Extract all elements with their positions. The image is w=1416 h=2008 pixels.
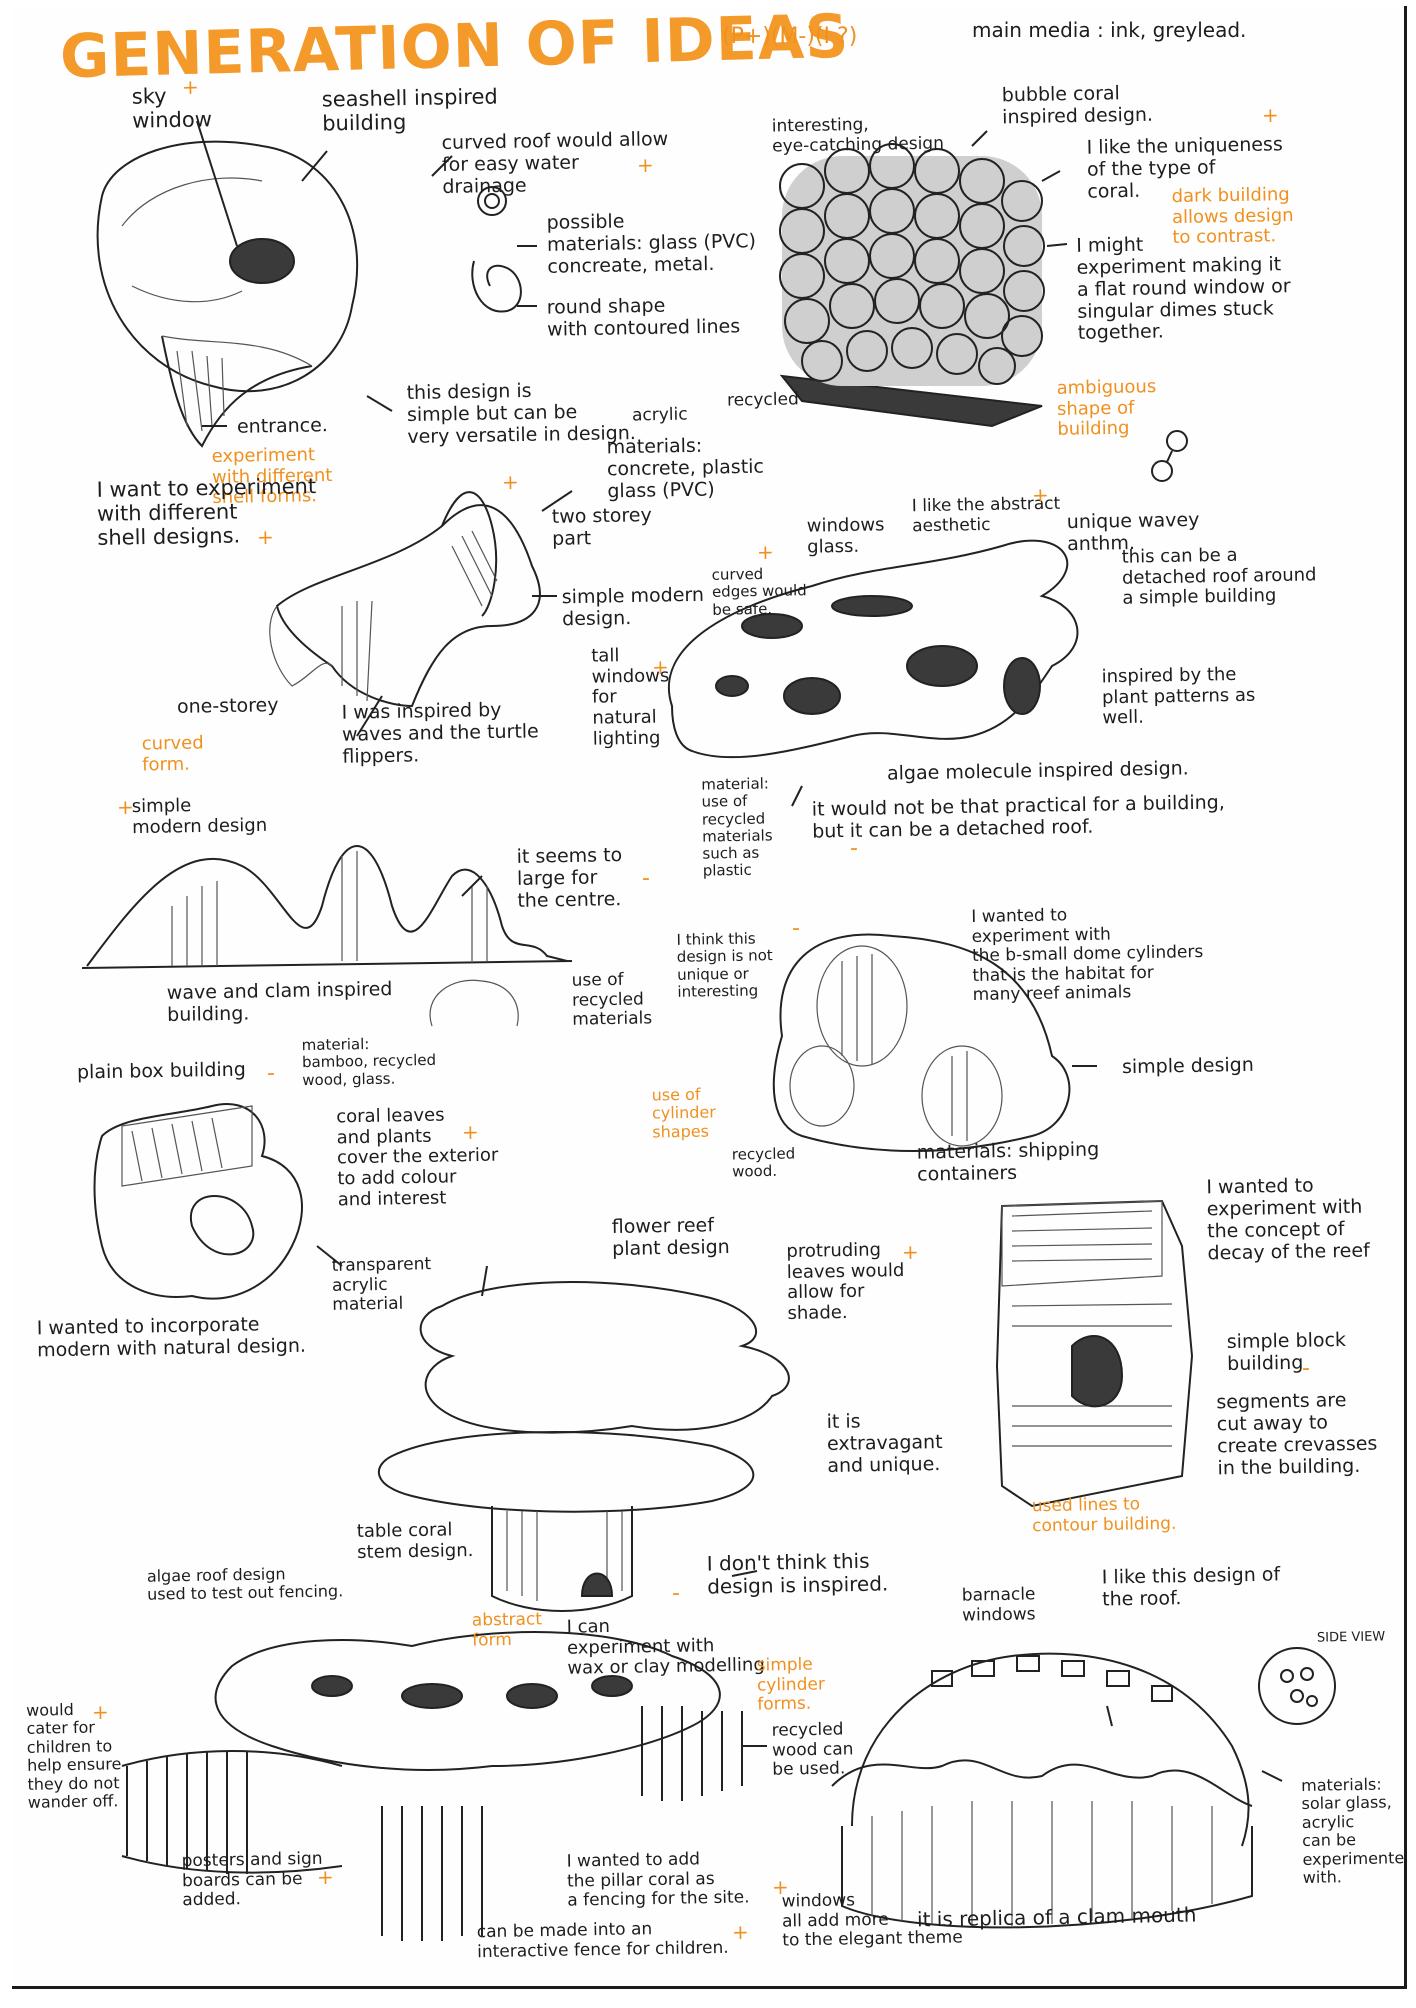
- note-one-storey: one-storey: [176, 694, 279, 718]
- note-barnacle-windows: barnacle windows: [961, 1584, 1036, 1626]
- note-acrylic: acrylic: [631, 404, 688, 426]
- plus-mark: +: [636, 152, 654, 178]
- plus-mark: +: [1031, 482, 1049, 508]
- sketch-drawings: [81, 120, 1336, 1941]
- note-simple-cylinder: simple cylinder forms.: [756, 1654, 826, 1715]
- minus-mark: -: [849, 835, 859, 862]
- note-curved-roof: curved roof would allow for easy water d…: [441, 128, 669, 198]
- note-too-large: it seems to large for the centre.: [516, 844, 623, 912]
- note-turtle-flippers: I was inspired by waves and the turtle f…: [341, 698, 539, 768]
- note-algae-roof-fencing: algae roof design used to test out fenci…: [146, 1564, 344, 1605]
- note-like-roof: I like this design of the roof.: [1101, 1563, 1281, 1611]
- note-materials-concrete: materials: concrete, plastic glass (PVC): [606, 434, 765, 503]
- note-round-shape: round shape with contoured lines: [546, 294, 741, 341]
- plus-mark: +: [256, 524, 274, 550]
- sketchbook-page: GENERATION OF IDEAS (P+)(M-)(I ?) main m…: [12, 6, 1407, 1989]
- plus-mark: +: [651, 654, 669, 680]
- note-cylinder-shapes: use of cylinder shapes: [651, 1084, 717, 1142]
- note-eye-catching: interesting, eye-catching design: [771, 114, 945, 157]
- note-interactive-fence: can be made into an interactive fence fo…: [476, 1919, 729, 1962]
- note-flat-round-window: I might experiment making it a flat roun…: [1076, 233, 1291, 345]
- note-protruding-leaves: protruding leaves would allow for shade.: [786, 1239, 905, 1325]
- plus-mark: +: [1261, 102, 1279, 128]
- note-dome-cylinders: I wanted to experiment with the b-small …: [971, 905, 1204, 1006]
- note-segments: segments are cut away to create crevasse…: [1216, 1389, 1378, 1479]
- note-bubble-coral: bubble coral inspired design.: [1001, 82, 1154, 129]
- note-not-inspired: I don't think this design is inspired.: [706, 1548, 889, 1599]
- note-shipping-containers: materials: shipping containers: [916, 1138, 1100, 1186]
- note-wax-clay: I can experiment with wax or clay modell…: [566, 1615, 765, 1680]
- minus-mark: -: [791, 915, 801, 942]
- note-simple-modern-2: simple modern design: [131, 795, 268, 838]
- plus-mark: +: [756, 539, 774, 565]
- note-simple-modern: simple modern design.: [561, 583, 705, 631]
- plus-mark: +: [91, 1699, 109, 1725]
- media-note: main media : ink, greylead.: [972, 18, 1247, 42]
- note-transparent-acrylic: transparent acrylic material: [331, 1254, 432, 1315]
- pillar-fence-sketch: [121, 1631, 743, 1941]
- note-clam-mouth: it is replica of a clam mouth: [916, 1902, 1197, 1932]
- plus-mark: +: [501, 469, 519, 495]
- wave-clam-sketch: [81, 845, 573, 1027]
- note-side-view: SIDE VIEW: [1316, 1629, 1386, 1646]
- note-ambiguous-shape: ambiguous shape of building: [1056, 376, 1157, 441]
- minus-mark: -: [266, 1060, 276, 1087]
- note-curved-form: curved form.: [141, 732, 204, 776]
- note-experiment-shell-designs: I want to experiment with different shel…: [96, 474, 317, 551]
- note-detached-roof: this can be a detached roof around a sim…: [1121, 544, 1317, 610]
- coral-leaves-sketch: [93, 1103, 303, 1300]
- note-contour-lines: used lines to contour building.: [1031, 1494, 1177, 1536]
- plus-mark: +: [461, 1119, 479, 1145]
- note-posters-signs: posters and sign boards can be added.: [181, 1848, 323, 1911]
- note-modern-natural: I wanted to incorporate modern with natu…: [36, 1313, 307, 1362]
- note-simple-design: simple design: [1121, 1053, 1254, 1079]
- plus-mark: +: [901, 1239, 919, 1265]
- flower-reef-sketch: [377, 1281, 790, 1612]
- note-solar-glass: materials: solar glass, acrylic can be e…: [1301, 1774, 1407, 1887]
- note-table-coral: table coral stem design.: [356, 1519, 474, 1563]
- note-not-practical: it would not be that practical for a bui…: [811, 791, 1225, 843]
- note-recycled-wood: recycled wood.: [731, 1144, 796, 1181]
- note-plant-patterns: inspired by the plant patterns as well.: [1101, 663, 1256, 729]
- plus-mark: +: [316, 1864, 334, 1890]
- note-recycled: recycled: [726, 389, 799, 411]
- evaluation-key: (P+)(M-)(I ?): [722, 24, 858, 49]
- note-curved-edges: curved edges would be safe.: [711, 564, 807, 619]
- minus-mark: -: [1301, 1355, 1311, 1382]
- note-decay-reef: I wanted to experiment with the concept …: [1206, 1174, 1370, 1264]
- note-wave-clam: wave and clam inspired building.: [166, 978, 393, 1026]
- note-abstract-form: abstract form: [471, 1609, 543, 1651]
- note-extravagant: it is extravagant and unique.: [826, 1410, 943, 1477]
- dome-cylinders-sketch: [772, 933, 1071, 1152]
- plus-mark: +: [116, 794, 134, 820]
- minus-mark: -: [671, 1580, 681, 1607]
- note-not-unique: I think this design is not unique or int…: [676, 929, 773, 1001]
- decay-block-sketch: [995, 1199, 1194, 1508]
- note-recycled-plastic: material: use of recycled materials such…: [701, 774, 773, 880]
- note-recycled-wood-2: recycled wood can be used.: [771, 1719, 854, 1780]
- plus-mark: +: [771, 1874, 789, 1900]
- note-simple-block: simple block building: [1226, 1328, 1347, 1375]
- note-flower-reef: flower reef plant design: [611, 1214, 730, 1260]
- note-windows-glass: windows glass.: [806, 514, 885, 558]
- plus-mark: +: [181, 74, 199, 100]
- seashell-sketch: [96, 140, 359, 448]
- note-two-storey: two storey part: [551, 504, 652, 550]
- turtle-flipper-sketch: [269, 491, 541, 708]
- algae-roof-sketch: [667, 539, 1079, 759]
- note-sky-window: sky window: [131, 84, 213, 133]
- note-possible-materials: possible materials: glass (PVC) concreat…: [546, 210, 757, 278]
- bubble-coral-sketch: [779, 143, 1188, 482]
- note-bamboo: material: bamboo, recycled wood, glass.: [301, 1034, 437, 1089]
- note-entrance: entrance.: [236, 414, 329, 438]
- minus-mark: -: [641, 865, 651, 892]
- clam-mouth-sketch: [831, 1647, 1336, 1929]
- plus-mark: +: [731, 1919, 749, 1945]
- note-recycled-materials: use of recycled materials: [571, 969, 653, 1030]
- note-pillar-coral: I wanted to add the pillar coral as a fe…: [566, 1849, 750, 1911]
- note-plain-box: plain box building: [76, 1058, 247, 1084]
- note-simple-versatile: this design is simple but can be very ve…: [406, 379, 637, 448]
- note-seashell-building: seashell inspired building: [321, 84, 498, 136]
